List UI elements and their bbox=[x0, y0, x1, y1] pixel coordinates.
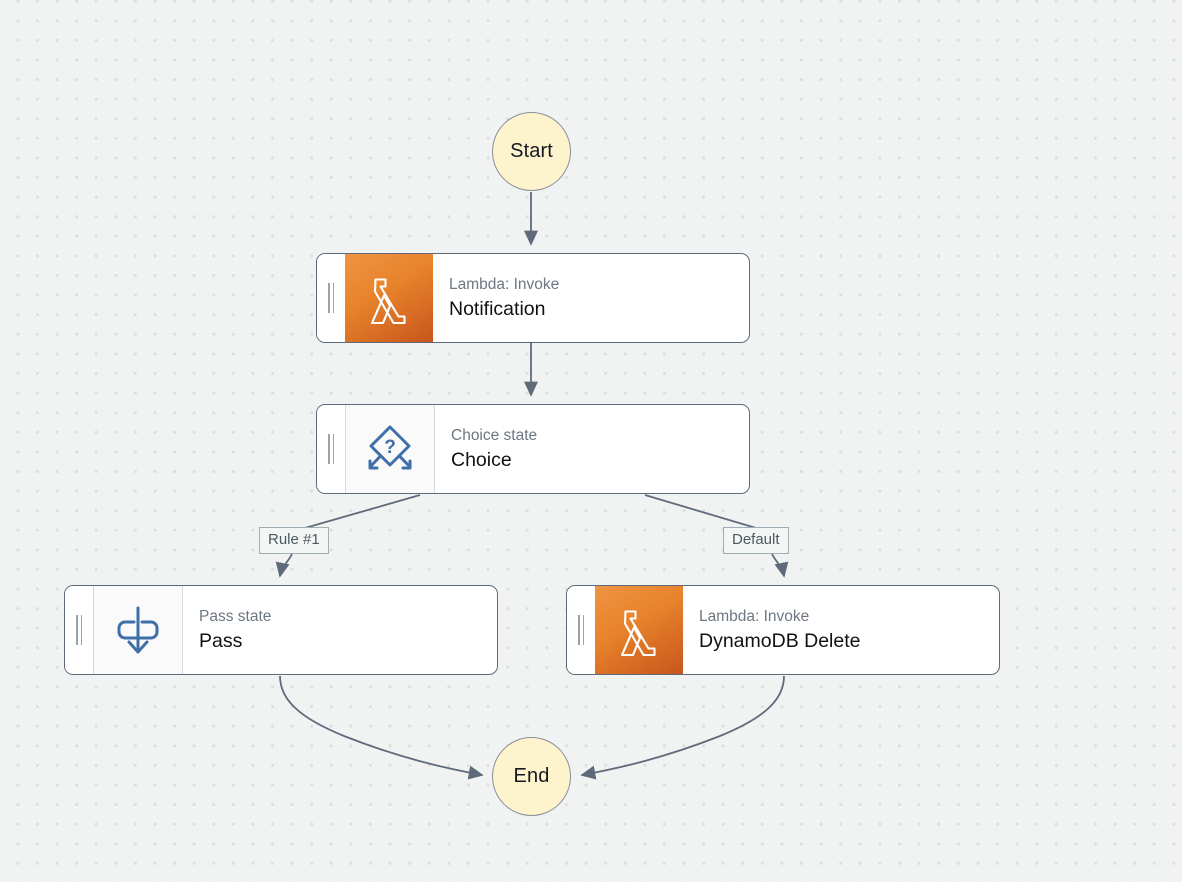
node-kind-label: Pass state bbox=[199, 608, 272, 625]
edge-choice-to-default bbox=[644, 494, 757, 529]
drag-handle[interactable] bbox=[567, 586, 595, 674]
node-title-label: Notification bbox=[449, 298, 546, 320]
node-kind-label: Lambda: Invoke bbox=[699, 608, 810, 625]
edge-label-text: Default bbox=[732, 531, 780, 548]
end-node-label: End bbox=[513, 765, 550, 787]
edge-choice-to-rule1 bbox=[304, 494, 421, 529]
node-labels: Lambda: Invoke Notification bbox=[433, 254, 749, 342]
drag-handle[interactable] bbox=[317, 254, 345, 342]
edge-pass-to-end bbox=[279, 675, 484, 780]
drag-handle[interactable] bbox=[317, 405, 345, 493]
edge-rule1-to-pass bbox=[275, 553, 293, 578]
start-node[interactable]: Start bbox=[492, 112, 571, 191]
edge-default-to-dynamodb bbox=[771, 553, 789, 578]
svg-text:?: ? bbox=[384, 437, 396, 458]
edge-label-rule1[interactable]: Rule #1 bbox=[259, 527, 329, 554]
node-labels: Pass state Pass bbox=[183, 586, 497, 674]
node-labels: Lambda: Invoke DynamoDB Delete bbox=[683, 586, 999, 674]
aws-lambda-icon bbox=[345, 254, 433, 342]
end-node[interactable]: End bbox=[492, 737, 571, 816]
node-title-label: DynamoDB Delete bbox=[699, 630, 861, 652]
node-title-label: Choice bbox=[451, 449, 512, 471]
pass-arrow-icon bbox=[93, 586, 183, 674]
start-node-label: Start bbox=[510, 140, 553, 162]
edge-label-default[interactable]: Default bbox=[723, 527, 789, 554]
drag-handle[interactable] bbox=[65, 586, 93, 674]
edge-label-text: Rule #1 bbox=[268, 531, 320, 548]
state-node-dynamodb-delete[interactable]: Lambda: Invoke DynamoDB Delete bbox=[566, 585, 1000, 675]
choice-diamond-icon: ? bbox=[345, 405, 435, 493]
state-node-pass[interactable]: Pass state Pass bbox=[64, 585, 498, 675]
aws-lambda-icon bbox=[595, 586, 683, 674]
node-labels: Choice state Choice bbox=[435, 405, 749, 493]
node-title-label: Pass bbox=[199, 630, 243, 652]
edge-dynamodb-to-end bbox=[580, 675, 785, 780]
node-kind-label: Choice state bbox=[451, 427, 538, 444]
state-node-choice[interactable]: ? Choice state Choice bbox=[316, 404, 750, 494]
state-node-notification[interactable]: Lambda: Invoke Notification bbox=[316, 253, 750, 343]
node-kind-label: Lambda: Invoke bbox=[449, 276, 560, 293]
